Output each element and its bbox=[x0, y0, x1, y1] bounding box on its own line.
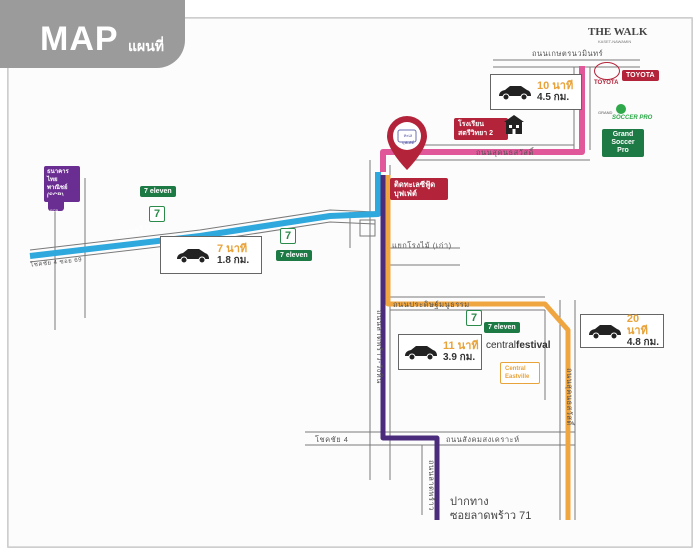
road-sukontasawat-top: ถนนสุคนธสวัสดิ์ bbox=[476, 148, 534, 157]
road-pradit-manutham: ถนนประดิษฐ์มนูธรรม bbox=[393, 300, 470, 309]
car-icon bbox=[405, 346, 437, 361]
route-minutes: 10 นาที bbox=[537, 80, 574, 92]
thewalk-sub: KASET-NAWAMIN bbox=[598, 39, 632, 44]
soccer-ball-icon bbox=[616, 104, 626, 114]
route-orange-line bbox=[385, 175, 571, 520]
soccer-tag: Grand Soccer Pro bbox=[602, 129, 644, 157]
route-info-orange: 20 นาที 4.8 กม. bbox=[580, 313, 664, 348]
route-minutes: 7 นาที bbox=[217, 243, 248, 255]
seven-eleven-icon: 7 bbox=[466, 310, 482, 326]
route-distance: 1.8 กม. bbox=[217, 255, 250, 266]
seven-right-tag: 7 eleven bbox=[484, 322, 520, 333]
route-info-pink: 10 นาที 4.5 กม. bbox=[490, 74, 582, 110]
map-frame-fill bbox=[8, 18, 692, 547]
route-distance: 3.9 กม. bbox=[443, 352, 476, 363]
road-chokchai: โชคชัย 4 bbox=[315, 435, 349, 444]
road-paek-rong-mai: แยกโรงไม้ (เก่า) bbox=[392, 241, 452, 250]
scb-logo-icon bbox=[48, 195, 64, 211]
destination-pin-icon[interactable] bbox=[385, 114, 429, 174]
road-songkhro: ถนนสังคมสงเคราะห์ bbox=[446, 435, 520, 444]
toyota-word: TOYOTA bbox=[594, 80, 619, 86]
route-blue-line bbox=[29, 172, 381, 259]
seven-mid-tag: 7 eleven bbox=[276, 250, 312, 261]
soccer-logo: SOCCER PRO bbox=[612, 115, 653, 121]
seven-eleven-icon: 7 bbox=[280, 228, 296, 244]
soccer-logo-small: GRAND bbox=[598, 110, 613, 115]
route-distance: 4.5 กม. bbox=[537, 92, 570, 103]
road-lat-phrao-bottom: ถนนลาดพร้าว bbox=[427, 460, 436, 511]
route-minutes: 11 นาที bbox=[443, 340, 479, 352]
map-subtitle: แผนที่ bbox=[128, 38, 165, 54]
route-distance: 4.8 กม. bbox=[626, 337, 659, 348]
route-minutes: 20 นาที bbox=[626, 313, 648, 337]
header-tab bbox=[0, 0, 185, 68]
route-pink-line bbox=[380, 66, 585, 172]
car-icon bbox=[589, 325, 621, 340]
car-icon bbox=[499, 86, 531, 101]
road-sukontasawat-right: ถนนสุคนธสวัสดิ์ bbox=[565, 368, 574, 426]
car-icon bbox=[177, 249, 209, 264]
map-title: MAP bbox=[40, 20, 119, 58]
destination-tag[interactable]: ติดทะเลซีฟู้ดบุฟเฟ่ต์ bbox=[390, 178, 448, 200]
map-frame bbox=[7, 17, 693, 548]
route-purple-line bbox=[380, 175, 440, 520]
route-info-purple: 11 นาที 3.9 กม. bbox=[398, 334, 482, 370]
toyota-tag: TOYOTA bbox=[622, 70, 659, 81]
toyota-logo-icon bbox=[594, 62, 620, 80]
road-kaset-nawamin: ถนนเกษตรนวมินทร์ bbox=[532, 49, 604, 58]
school-tag: โรงเรียนสตรีวิทยา 2 bbox=[454, 118, 508, 140]
central-logo-a: central bbox=[486, 340, 517, 351]
pakthang-label: ปากทาง bbox=[450, 496, 489, 508]
route-info-blue: 7 นาที 1.8 กม. bbox=[160, 236, 262, 274]
thewalk-logo: THE WALK bbox=[588, 26, 648, 38]
seven-left-tag: 7 eleven bbox=[140, 186, 176, 197]
central-logo: centralfestival bbox=[486, 340, 550, 351]
destination-logo-text: ทะเล บุฟเฟ่ต์ bbox=[401, 133, 415, 145]
central-tag: Central Eastville bbox=[500, 362, 540, 384]
road-lat-phrao-wanghin: ถนนลาดพร้าว-วังหิน bbox=[375, 310, 384, 384]
central-logo-b: festival bbox=[516, 340, 551, 351]
scb-logo: SCB bbox=[50, 208, 59, 213]
school-building-icon bbox=[504, 115, 524, 134]
ladprao-soi-label: ซอยลาดพร้าว 71 bbox=[450, 510, 532, 522]
seven-eleven-icon: 7 bbox=[149, 206, 165, 222]
